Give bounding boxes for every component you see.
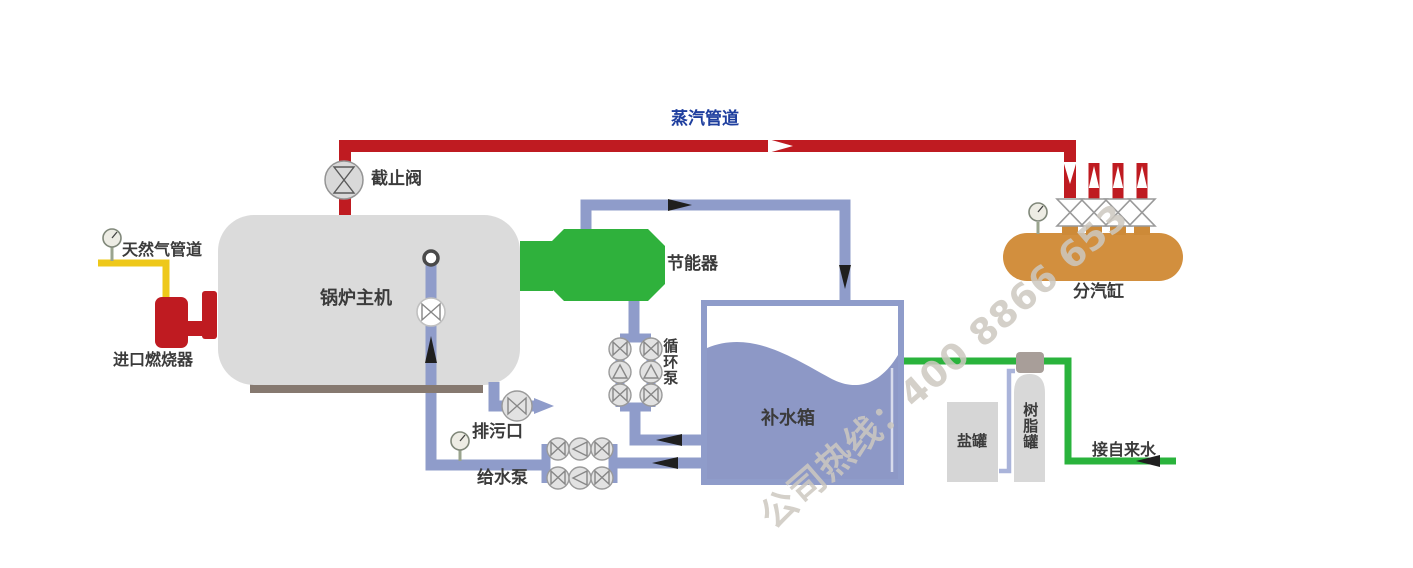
- natural-gas-line: [98, 228, 170, 299]
- drain-arrow-right-icon: [534, 398, 554, 414]
- tap-water-label: 接自来水: [1092, 440, 1157, 459]
- flow-arrow-left-icon: [656, 434, 682, 446]
- boiler-main-unit: [218, 215, 520, 393]
- stop-valve-icon: [324, 160, 364, 200]
- boiler-internal-feed-pipe: [416, 249, 446, 385]
- salt-tank-label: 盐罐: [957, 432, 988, 450]
- natural-gas-label: 天然气管道: [122, 240, 203, 259]
- resin-tank: [1014, 352, 1045, 482]
- distributor-valves: [1055, 198, 1157, 235]
- pipe-ring-icon: [422, 249, 440, 267]
- feed-pump-valves: [546, 437, 614, 490]
- globe-valve-icon: [1079, 198, 1109, 227]
- feed-line-gauge-icon: [450, 431, 470, 461]
- flow-arrow-left-icon: [652, 457, 678, 469]
- stop-valve-label: 截止阀: [371, 169, 422, 189]
- flow-arrow-up-icon: [425, 336, 437, 363]
- steam-arrow-up-icon: [1112, 166, 1124, 188]
- steam-arrow-up-icon: [1136, 166, 1148, 188]
- steam-pipeline-label: 蒸汽管道: [671, 109, 739, 129]
- steam-arrow-down-icon: [1063, 162, 1077, 184]
- salt-resin-pipe: [999, 368, 1015, 474]
- distributor-gauge-icon: [1028, 202, 1048, 234]
- flow-arrow-right-icon: [668, 199, 692, 211]
- steam-arrow-up-icon: [1088, 166, 1100, 188]
- globe-valve-icon: [1103, 198, 1133, 227]
- globe-valve-icon: [1127, 198, 1157, 227]
- economizer-label: 节能器: [667, 254, 718, 274]
- flow-arrow-down-icon: [839, 265, 851, 289]
- tap-water-pipe: [901, 357, 1176, 467]
- steam-arrow-right-icon: [768, 139, 793, 153]
- makeup-water-tank: [701, 300, 904, 485]
- imported-burner: [155, 291, 217, 348]
- burner-label: 进口燃烧器: [113, 350, 194, 369]
- globe-valve-icon: [1055, 198, 1085, 227]
- boiler-label: 锅炉主机: [320, 288, 392, 309]
- drain-outlet-label: 排污口: [472, 422, 523, 442]
- resin-tank-label: 树脂罐: [1021, 402, 1040, 450]
- steam-distributor-label: 分汽缸: [1073, 282, 1124, 302]
- steam-distributor: [1003, 198, 1183, 281]
- circulation-pump-label: 循环泵: [661, 338, 680, 386]
- feed-pump-label: 给水泵: [477, 468, 528, 488]
- economizer-to-tank-pipe: [580, 199, 851, 301]
- resin-tank-cap: [1016, 352, 1044, 373]
- salt-tank: [947, 402, 998, 482]
- economizer: [520, 229, 665, 301]
- drain-outlet: [488, 382, 554, 422]
- circulation-pump-valves: [608, 337, 663, 407]
- water-tank-label: 补水箱: [761, 408, 815, 429]
- boiler-body: [218, 215, 520, 385]
- flow-arrow-left-icon: [1136, 455, 1160, 467]
